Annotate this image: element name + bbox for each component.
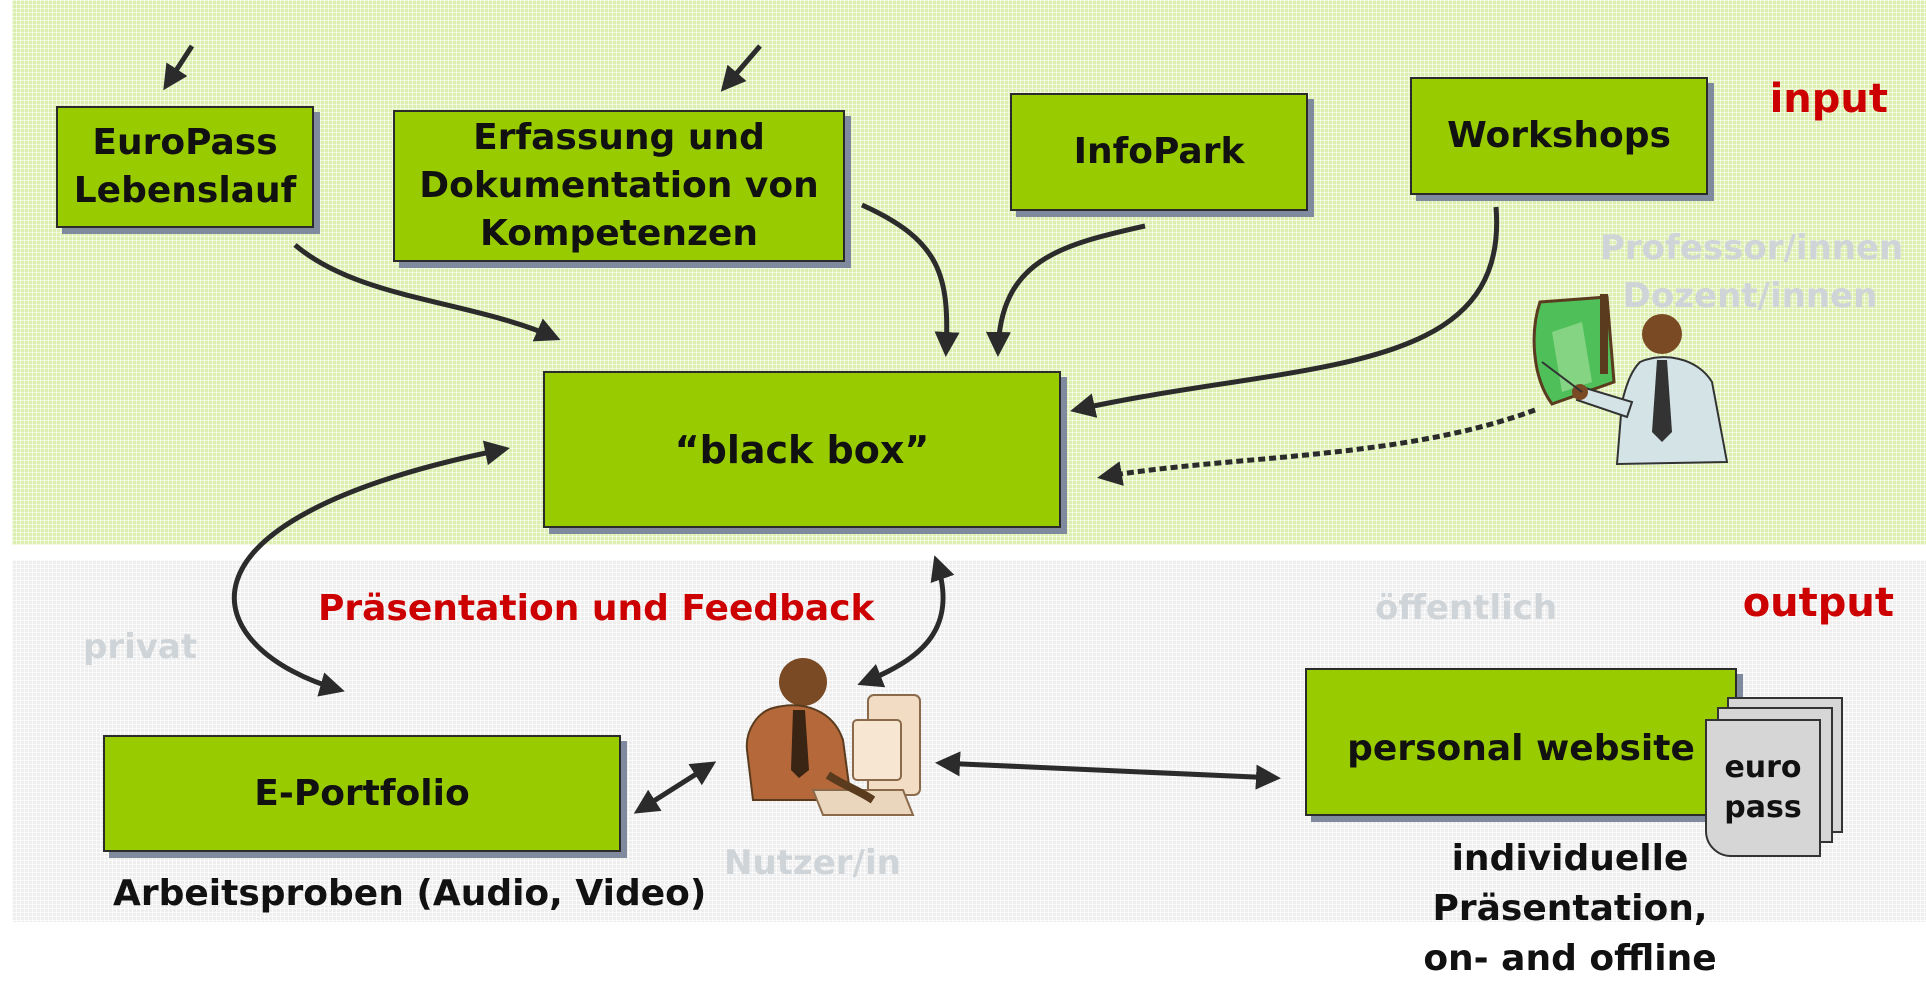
privat-label: privat bbox=[83, 627, 198, 667]
oeffentlich-label: öffentlich bbox=[1375, 588, 1558, 628]
arrow-infopark-blackbox bbox=[985, 223, 1146, 357]
erfassung-box: Erfassung und Dokumentation von Kompeten… bbox=[393, 110, 845, 262]
arrow-professor-blackbox bbox=[1097, 407, 1536, 486]
professor-label: Professor/innen Dozent/innen bbox=[1600, 228, 1904, 316]
arrow-blackbox-eportfolio bbox=[231, 440, 510, 697]
arrow-user-eportfolio bbox=[633, 761, 717, 814]
output-label: output bbox=[1742, 580, 1894, 626]
arbeitsproben-label: Arbeitsproben (Audio, Video) bbox=[113, 873, 707, 914]
europass-document-label: euro pass bbox=[1705, 719, 1821, 857]
nutzer-label: Nutzer/in bbox=[724, 843, 901, 883]
individuelle-praesentation-label: individuelle Präsentation, on- and offli… bbox=[1423, 838, 1717, 979]
e-portfolio-box: E-Portfolio bbox=[103, 735, 621, 852]
arrow-user-website bbox=[935, 751, 1281, 790]
arrow-workshops-blackbox bbox=[1070, 206, 1500, 418]
arrow-erfassung-blackbox bbox=[860, 202, 960, 357]
workshops-box: Workshops bbox=[1410, 77, 1708, 195]
professor-clipart-icon bbox=[1532, 294, 1729, 466]
personal-website-box: personal website bbox=[1305, 668, 1737, 816]
arrow-europass-blackbox bbox=[293, 243, 561, 342]
black-box: “black box” bbox=[543, 371, 1061, 528]
input-label: input bbox=[1769, 76, 1888, 122]
europass-lebenslauf-box: EuroPass Lebenslauf bbox=[56, 106, 314, 228]
infopark-box: InfoPark bbox=[1010, 93, 1308, 211]
europass-document-stack-icon: euro pass bbox=[1705, 697, 1845, 857]
arrow-top-left bbox=[163, 44, 195, 91]
connectors bbox=[163, 44, 1536, 814]
arrow-blackbox-user bbox=[857, 555, 955, 688]
praesentation-feedback-label: Präsentation und Feedback bbox=[318, 588, 875, 629]
computer-user-clipart-icon bbox=[745, 658, 921, 816]
arrow-top-middle bbox=[720, 44, 762, 92]
